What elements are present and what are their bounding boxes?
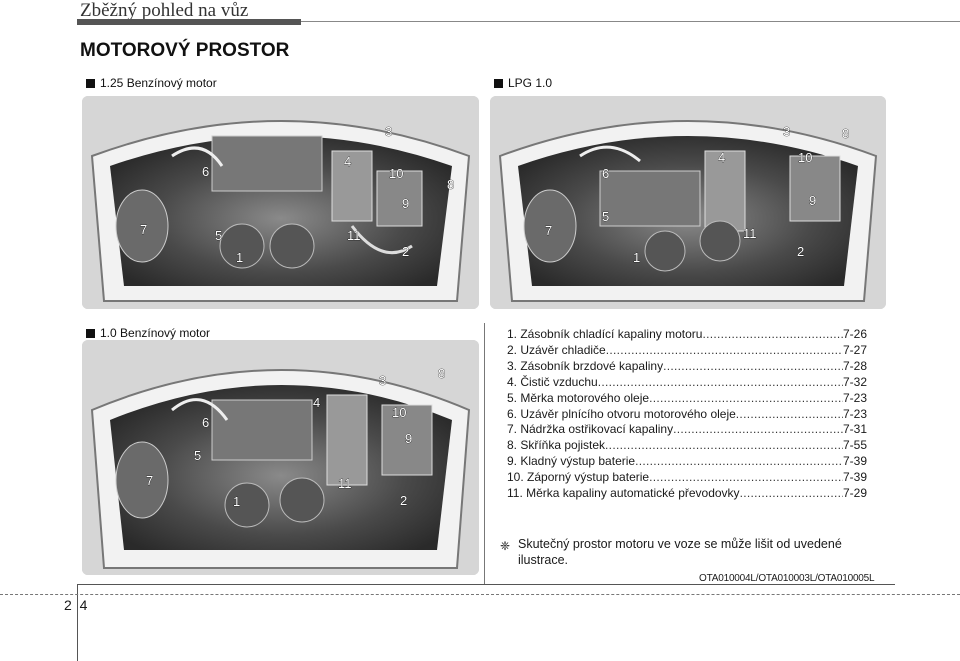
svg-text:9: 9 xyxy=(402,196,409,211)
svg-text:3: 3 xyxy=(379,373,386,388)
svg-text:1: 1 xyxy=(633,250,640,265)
svg-text:9: 9 xyxy=(405,431,412,446)
bullet-square-icon xyxy=(86,79,95,88)
column-divider xyxy=(484,323,485,585)
panel-label-text: 1.0 Benzínový motor xyxy=(100,326,211,340)
note-text: Skutečný prostor motoru ve voze se může … xyxy=(518,537,842,567)
list-item: 2. Uzávěr chladiče7-27 xyxy=(507,343,867,359)
list-item: 6. Uzávěr plnícího otvoru motorového ole… xyxy=(507,407,867,423)
svg-text:6: 6 xyxy=(202,164,209,179)
header-bar xyxy=(77,19,301,25)
list-item: 11. Měrka kapaliny automatické převodovk… xyxy=(507,486,867,502)
engine-illustration-lpg: 3 8 4 10 6 9 5 7 11 1 2 xyxy=(490,96,886,309)
bullet-square-icon xyxy=(86,329,95,338)
list-item: 9. Kladný výstup baterie7-39 xyxy=(507,454,867,470)
svg-text:6: 6 xyxy=(602,166,609,181)
page-dashed-rule xyxy=(0,594,960,595)
svg-text:5: 5 xyxy=(194,448,201,463)
svg-text:2: 2 xyxy=(797,244,804,259)
svg-text:7: 7 xyxy=(140,222,147,237)
bullet-square-icon xyxy=(494,79,503,88)
svg-text:5: 5 xyxy=(215,228,222,243)
svg-text:11: 11 xyxy=(338,476,352,491)
svg-text:4: 4 xyxy=(718,150,725,165)
svg-text:8: 8 xyxy=(438,366,445,381)
svg-text:6: 6 xyxy=(202,415,209,430)
chapter-title: Zběžný pohled na vůz xyxy=(80,0,249,21)
list-item: 1. Zásobník chladící kapaliny motoru7-26 xyxy=(507,327,867,343)
list-item: 10. Záporný výstup baterie7-39 xyxy=(507,470,867,486)
list-item: 7. Nádržka ostřikovací kapaliny7-31 xyxy=(507,422,867,438)
svg-text:2: 2 xyxy=(402,244,409,259)
engine-illustration-1-25: 3 4 6 10 8 9 7 5 11 1 2 xyxy=(82,96,479,309)
panel-label-1-25: 1.25 Benzínový motor xyxy=(86,76,217,90)
svg-text:3: 3 xyxy=(385,124,392,139)
note-icon: ❈ xyxy=(500,539,511,553)
frame-bottom-rule xyxy=(77,584,895,585)
svg-text:4: 4 xyxy=(344,154,351,169)
svg-text:10: 10 xyxy=(392,405,406,420)
svg-text:3: 3 xyxy=(783,124,790,139)
svg-text:1: 1 xyxy=(233,494,240,509)
svg-text:11: 11 xyxy=(743,226,757,241)
svg-text:4: 4 xyxy=(313,395,320,410)
list-item: 8. Skříňka pojistek7-55 xyxy=(507,438,867,454)
engine-illustration-1-0: 3 8 4 10 6 9 5 7 11 1 2 xyxy=(82,340,479,575)
svg-text:10: 10 xyxy=(389,166,403,181)
list-item: 3. Zásobník brzdové kapaliny7-28 xyxy=(507,359,867,375)
svg-text:2: 2 xyxy=(400,493,407,508)
svg-text:9: 9 xyxy=(809,193,816,208)
panel-label-text: LPG 1.0 xyxy=(508,76,553,90)
svg-text:8: 8 xyxy=(842,126,849,141)
section-title: MOTOROVÝ PROSTOR xyxy=(80,40,290,61)
svg-text:10: 10 xyxy=(798,150,812,165)
panel-label-1-0: 1.0 Benzínový motor xyxy=(86,326,210,340)
image-codes: OTA010004L/OTA010003L/OTA010005L xyxy=(699,573,875,584)
svg-text:11: 11 xyxy=(347,228,361,243)
frame-left-rule xyxy=(77,585,78,661)
svg-text:7: 7 xyxy=(146,473,153,488)
component-list: 1. Zásobník chladící kapaliny motoru7-26… xyxy=(507,327,867,502)
svg-text:1: 1 xyxy=(236,250,243,265)
svg-text:8: 8 xyxy=(447,177,454,192)
list-item: 5. Měrka motorového oleje7-23 xyxy=(507,391,867,407)
page-number: 2 4 xyxy=(64,597,88,613)
svg-text:7: 7 xyxy=(545,223,552,238)
header-rule xyxy=(301,21,960,22)
panel-label-text: 1.25 Benzínový motor xyxy=(100,76,217,90)
panel-label-lpg: LPG 1.0 xyxy=(494,76,552,90)
list-item: 4. Čistič vzduchu7-32 xyxy=(507,375,867,391)
svg-text:5: 5 xyxy=(602,209,609,224)
